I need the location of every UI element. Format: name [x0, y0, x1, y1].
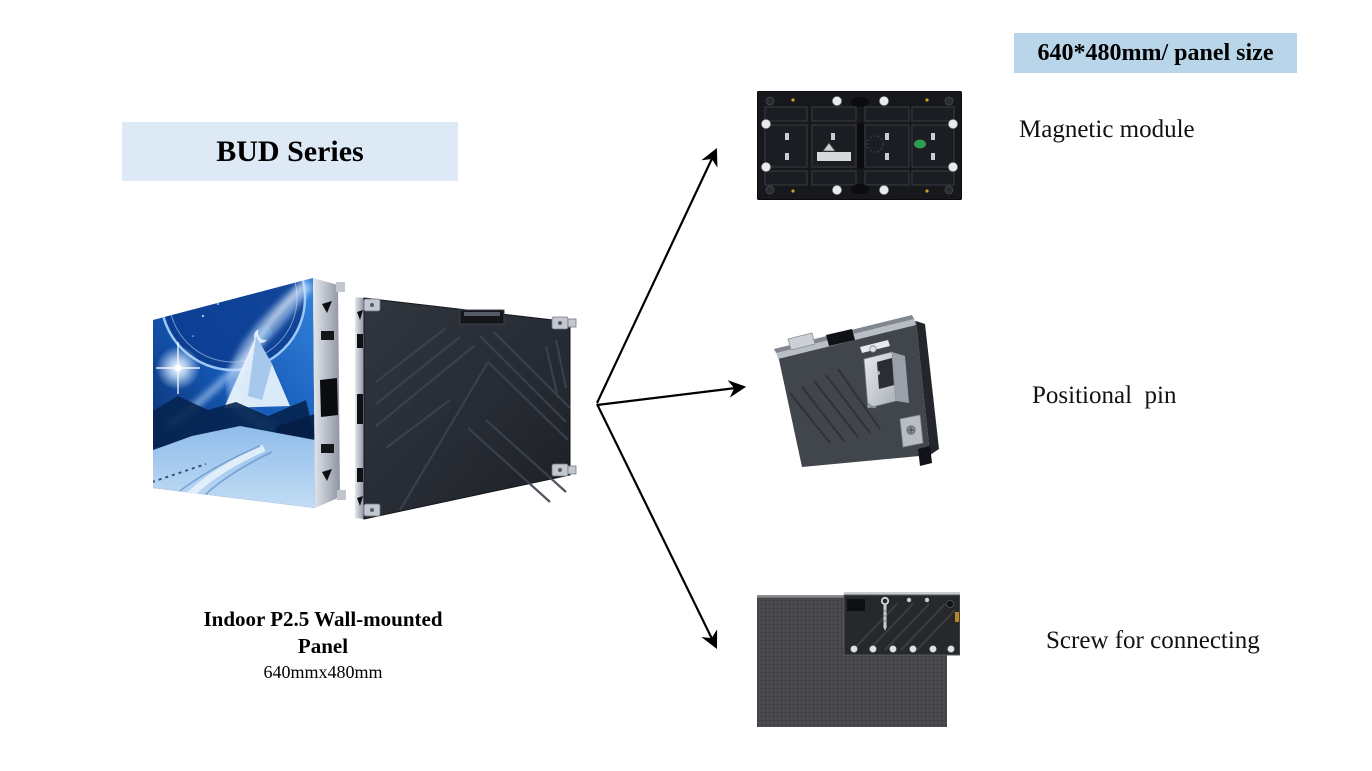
magnetic-module-photo	[757, 91, 962, 200]
arrow-to-screw	[596, 403, 718, 649]
arrow-to-positional-pin	[596, 380, 747, 407]
positional-pin-bracket	[860, 340, 909, 409]
back-panel-face	[363, 297, 577, 520]
caption-line3: 640mmx480mm	[263, 662, 383, 682]
caption-line2: Panel	[297, 634, 349, 658]
screw-photo	[757, 592, 960, 727]
label-positional-pin: Positional pin	[1032, 382, 1177, 409]
panel-size-badge-label: 640*480mm/ panel size	[1037, 39, 1274, 66]
front-panel-edge-frame	[313, 278, 346, 508]
connecting-screw	[880, 596, 890, 631]
series-title-badge: BUD Series	[122, 122, 458, 181]
exposed-frame	[843, 592, 960, 656]
led-mesh-surface	[757, 597, 947, 727]
arrow-to-magnetic-module	[596, 148, 718, 404]
label-screw-for-connecting: Screw for connecting	[1046, 627, 1260, 654]
callout-arrows	[596, 148, 747, 649]
product-front-back-photo	[153, 278, 577, 520]
back-panel-edge-strip	[355, 297, 364, 519]
positional-pin-photo	[774, 315, 939, 467]
label-magnetic-module: Magnetic module	[1019, 116, 1195, 143]
product-caption: Indoor P2.5 Wall-mounted Panel 640mmx480…	[168, 606, 478, 684]
caption-line1: Indoor P2.5 Wall-mounted	[203, 607, 443, 631]
panel-size-badge: 640*480mm/ panel size	[1014, 33, 1297, 73]
series-title-label: BUD Series	[216, 134, 364, 168]
